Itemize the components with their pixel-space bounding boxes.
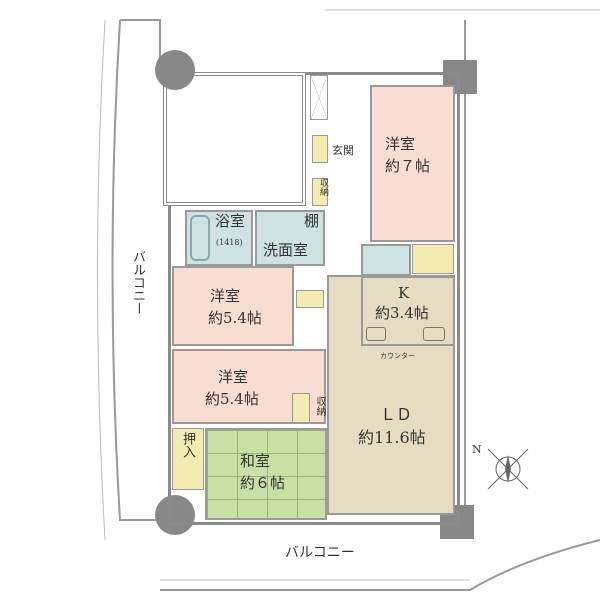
unit-wall [168,205,460,525]
compass-north-label: N [472,443,482,456]
room-japanese [205,428,327,520]
sink-icon [366,327,386,341]
balcony-bottom-label: バルコニー [285,545,355,561]
pillar [155,495,195,535]
ld-name: ＬＤ [380,405,413,424]
storage-2-label: 収納 [314,396,325,416]
shoe-storage [312,135,328,163]
bathtub-icon [190,215,210,261]
bathroom [185,210,253,266]
washroom [255,210,325,266]
room-western-54-upper [172,266,294,346]
kitchen-storage [412,244,454,274]
room-name: 洋室 [385,135,416,153]
room-name: 洋室 [218,368,249,386]
compass-icon [487,448,529,490]
bath-label: 浴室 [215,212,246,230]
pillar [155,50,195,90]
shelf-label: 棚 [304,212,320,230]
room-western-7 [370,85,455,242]
shaft [310,75,328,120]
room-size: 約６帖 [240,474,286,492]
oshiire-closet [172,428,204,490]
room-name: 和室 [240,452,271,470]
oshiire-label: 押入 [180,432,195,458]
room-kitchen [361,276,455,346]
room-size: 約5.4帖 [208,309,262,327]
toilet [361,244,411,276]
stove-icon [423,327,445,341]
closet-storage [296,290,324,308]
kitchen-name: K [398,284,410,302]
bath-size: (1418) [216,238,243,247]
room-name: 洋室 [210,287,241,305]
void-area [163,72,306,206]
kitchen-size: 約3.4帖 [375,304,429,322]
unit-wall [305,72,460,212]
counter-label: カウンター [380,352,415,360]
washroom-label: 洗面室 [263,241,309,259]
closet-storage [292,393,310,423]
storage-1-label: 収納 [318,178,328,196]
balcony-left-label: バルコニー [130,250,145,315]
storage-1 [312,178,328,206]
room-size: 約5.4帖 [205,390,259,408]
ld-size: 約11.6帖 [358,428,426,447]
room-size: 約７帖 [385,157,431,175]
entrance-label: 玄関 [332,144,354,157]
